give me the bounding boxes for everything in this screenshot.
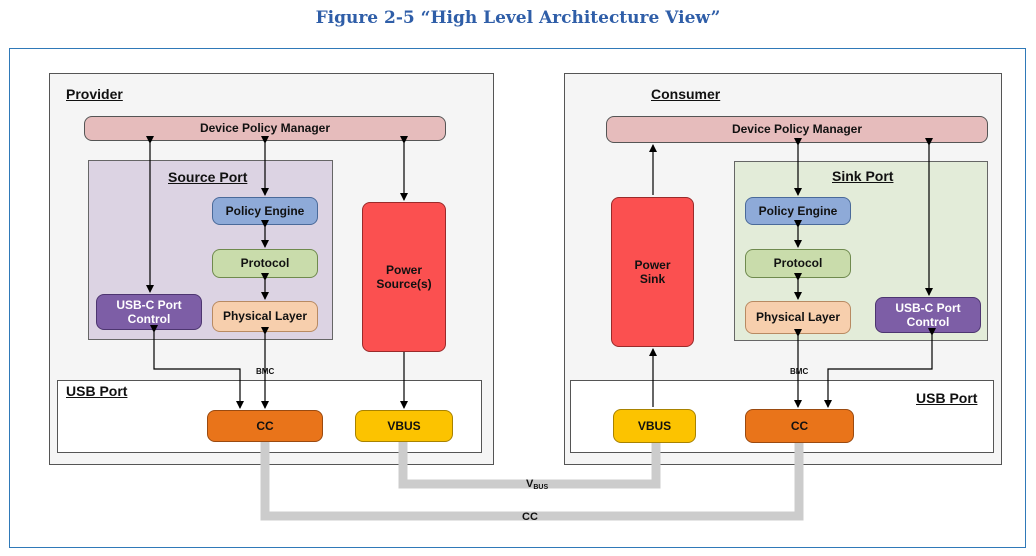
figure-frame <box>9 48 1026 548</box>
provider-title: Provider <box>66 86 123 102</box>
consumer-title: Consumer <box>651 86 721 102</box>
provider-vbus: VBUS <box>355 410 453 442</box>
consumer-device-policy-manager: Device Policy Manager <box>606 116 988 143</box>
figure-caption: Figure 2-5 “High Level Architecture View… <box>315 8 721 28</box>
cc-cable-label: CC <box>522 511 538 523</box>
prov-usbc-cc-arrow <box>150 325 244 409</box>
sink-port-title: Sink Port <box>832 168 894 184</box>
power-source: Power Source(s) <box>362 202 446 352</box>
vbus-cable-label: VBUS <box>526 478 548 491</box>
consumer-usbc-port-control: USB-C Port Control <box>875 297 981 333</box>
provider-cc: CC <box>207 410 323 442</box>
cc-cable <box>260 442 804 521</box>
cable-lines <box>260 442 804 521</box>
consumer-cc: CC <box>745 409 854 443</box>
provider-usbc-port-control: USB-C Port Control <box>96 294 202 330</box>
vbus-cable <box>398 442 661 489</box>
power-sink: Power Sink <box>611 197 694 347</box>
source-port-title: Source Port <box>168 169 248 185</box>
cons-usbc-cc-arrow <box>824 328 936 408</box>
consumer-vbus: VBUS <box>613 409 696 443</box>
provider-usb-port-label: USB Port <box>66 383 128 399</box>
